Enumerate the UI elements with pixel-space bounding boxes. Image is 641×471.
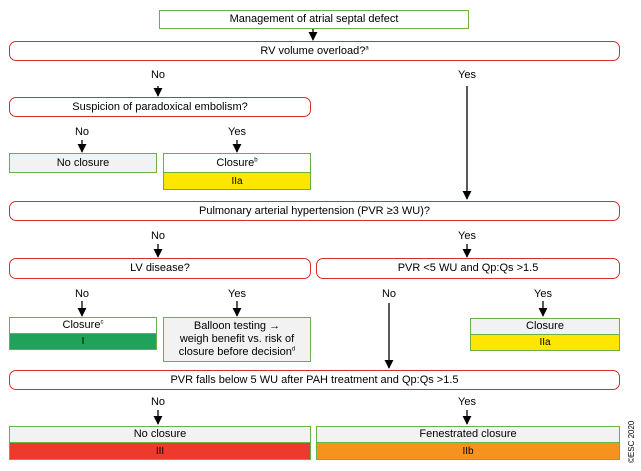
balloon-line-3: closure before decisiond <box>178 346 296 358</box>
lv-no-label: No <box>74 288 90 300</box>
fenestrated-closure-text: Fenestrated closure <box>419 428 517 440</box>
balloon-testing-outcome: Balloon testing → weigh benefit vs. risk… <box>163 317 311 362</box>
closure-c-outcome: Closurec <box>9 317 157 334</box>
pvr-no-label: No <box>381 288 397 300</box>
closure-b-outcome: Closureb <box>163 153 311 173</box>
class-badge-IIa-2: IIa <box>470 335 620 351</box>
closure-b-text: Closureb <box>216 156 258 169</box>
pvr-lt5-text: PVR <5 WU and Qp:Qs >1.5 <box>397 262 539 274</box>
class-badge-IIa-1: IIa <box>163 173 311 190</box>
pah-node: Pulmonary arterial hypertension (PVR ≥3 … <box>9 201 620 221</box>
footnote-a: a <box>365 44 369 51</box>
pah-yes-label: Yes <box>458 230 476 242</box>
rv-no-label: No <box>150 69 166 81</box>
no-closure-text-1: No closure <box>56 156 110 169</box>
paradoxical-yes-label: Yes <box>228 126 246 138</box>
lv-yes-label: Yes <box>228 288 246 300</box>
no-closure-text-2: No closure <box>133 428 187 440</box>
footnote-d: d <box>291 346 296 353</box>
copyright-text: ©ESC 2020 <box>627 420 636 463</box>
paradoxical-embolism-node: Suspicion of paradoxical embolism? <box>9 97 311 117</box>
closure-c-text: Closurec <box>62 319 104 331</box>
title-box: Management of atrial septal defect <box>159 10 469 29</box>
balloon-line-1: Balloon testing → <box>193 320 281 332</box>
rv-yes-label: Yes <box>458 69 476 81</box>
falls-yes-label: Yes <box>458 396 476 408</box>
pvr-falls-node: PVR falls below 5 WU after PAH treatment… <box>9 370 620 390</box>
closure-right-text: Closure <box>526 320 564 332</box>
diagram-title: Management of atrial septal defect <box>229 13 399 25</box>
class-badge-I: I <box>9 334 157 350</box>
rv-overload-text: RV volume overload?a <box>260 44 369 57</box>
pvr-lt5-node: PVR <5 WU and Qp:Qs >1.5 <box>316 258 620 279</box>
class-badge-III: III <box>9 443 311 460</box>
balloon-line-2: weigh benefit vs. risk of <box>179 333 295 345</box>
footnote-c: c <box>100 319 104 326</box>
class-badge-IIb: IIb <box>316 443 620 460</box>
no-closure-outcome-2: No closure <box>9 426 311 443</box>
lv-disease-text: LV disease? <box>130 262 190 274</box>
lv-disease-node: LV disease? <box>9 258 311 279</box>
pah-text: Pulmonary arterial hypertension (PVR ≥3 … <box>198 204 430 217</box>
rv-overload-node: RV volume overload?a <box>9 41 620 61</box>
pvr-falls-text: PVR falls below 5 WU after PAH treatment… <box>170 373 459 386</box>
pah-no-label: No <box>150 230 166 242</box>
paradoxical-no-label: No <box>74 126 90 138</box>
pvr-yes-label: Yes <box>534 288 552 300</box>
footnote-b: b <box>254 156 258 163</box>
paradoxical-embolism-text: Suspicion of paradoxical embolism? <box>72 100 248 113</box>
closure-right-outcome: Closure <box>470 318 620 335</box>
falls-no-label: No <box>150 396 166 408</box>
fenestrated-closure-outcome: Fenestrated closure <box>316 426 620 443</box>
no-closure-outcome-1: No closure <box>9 153 157 173</box>
